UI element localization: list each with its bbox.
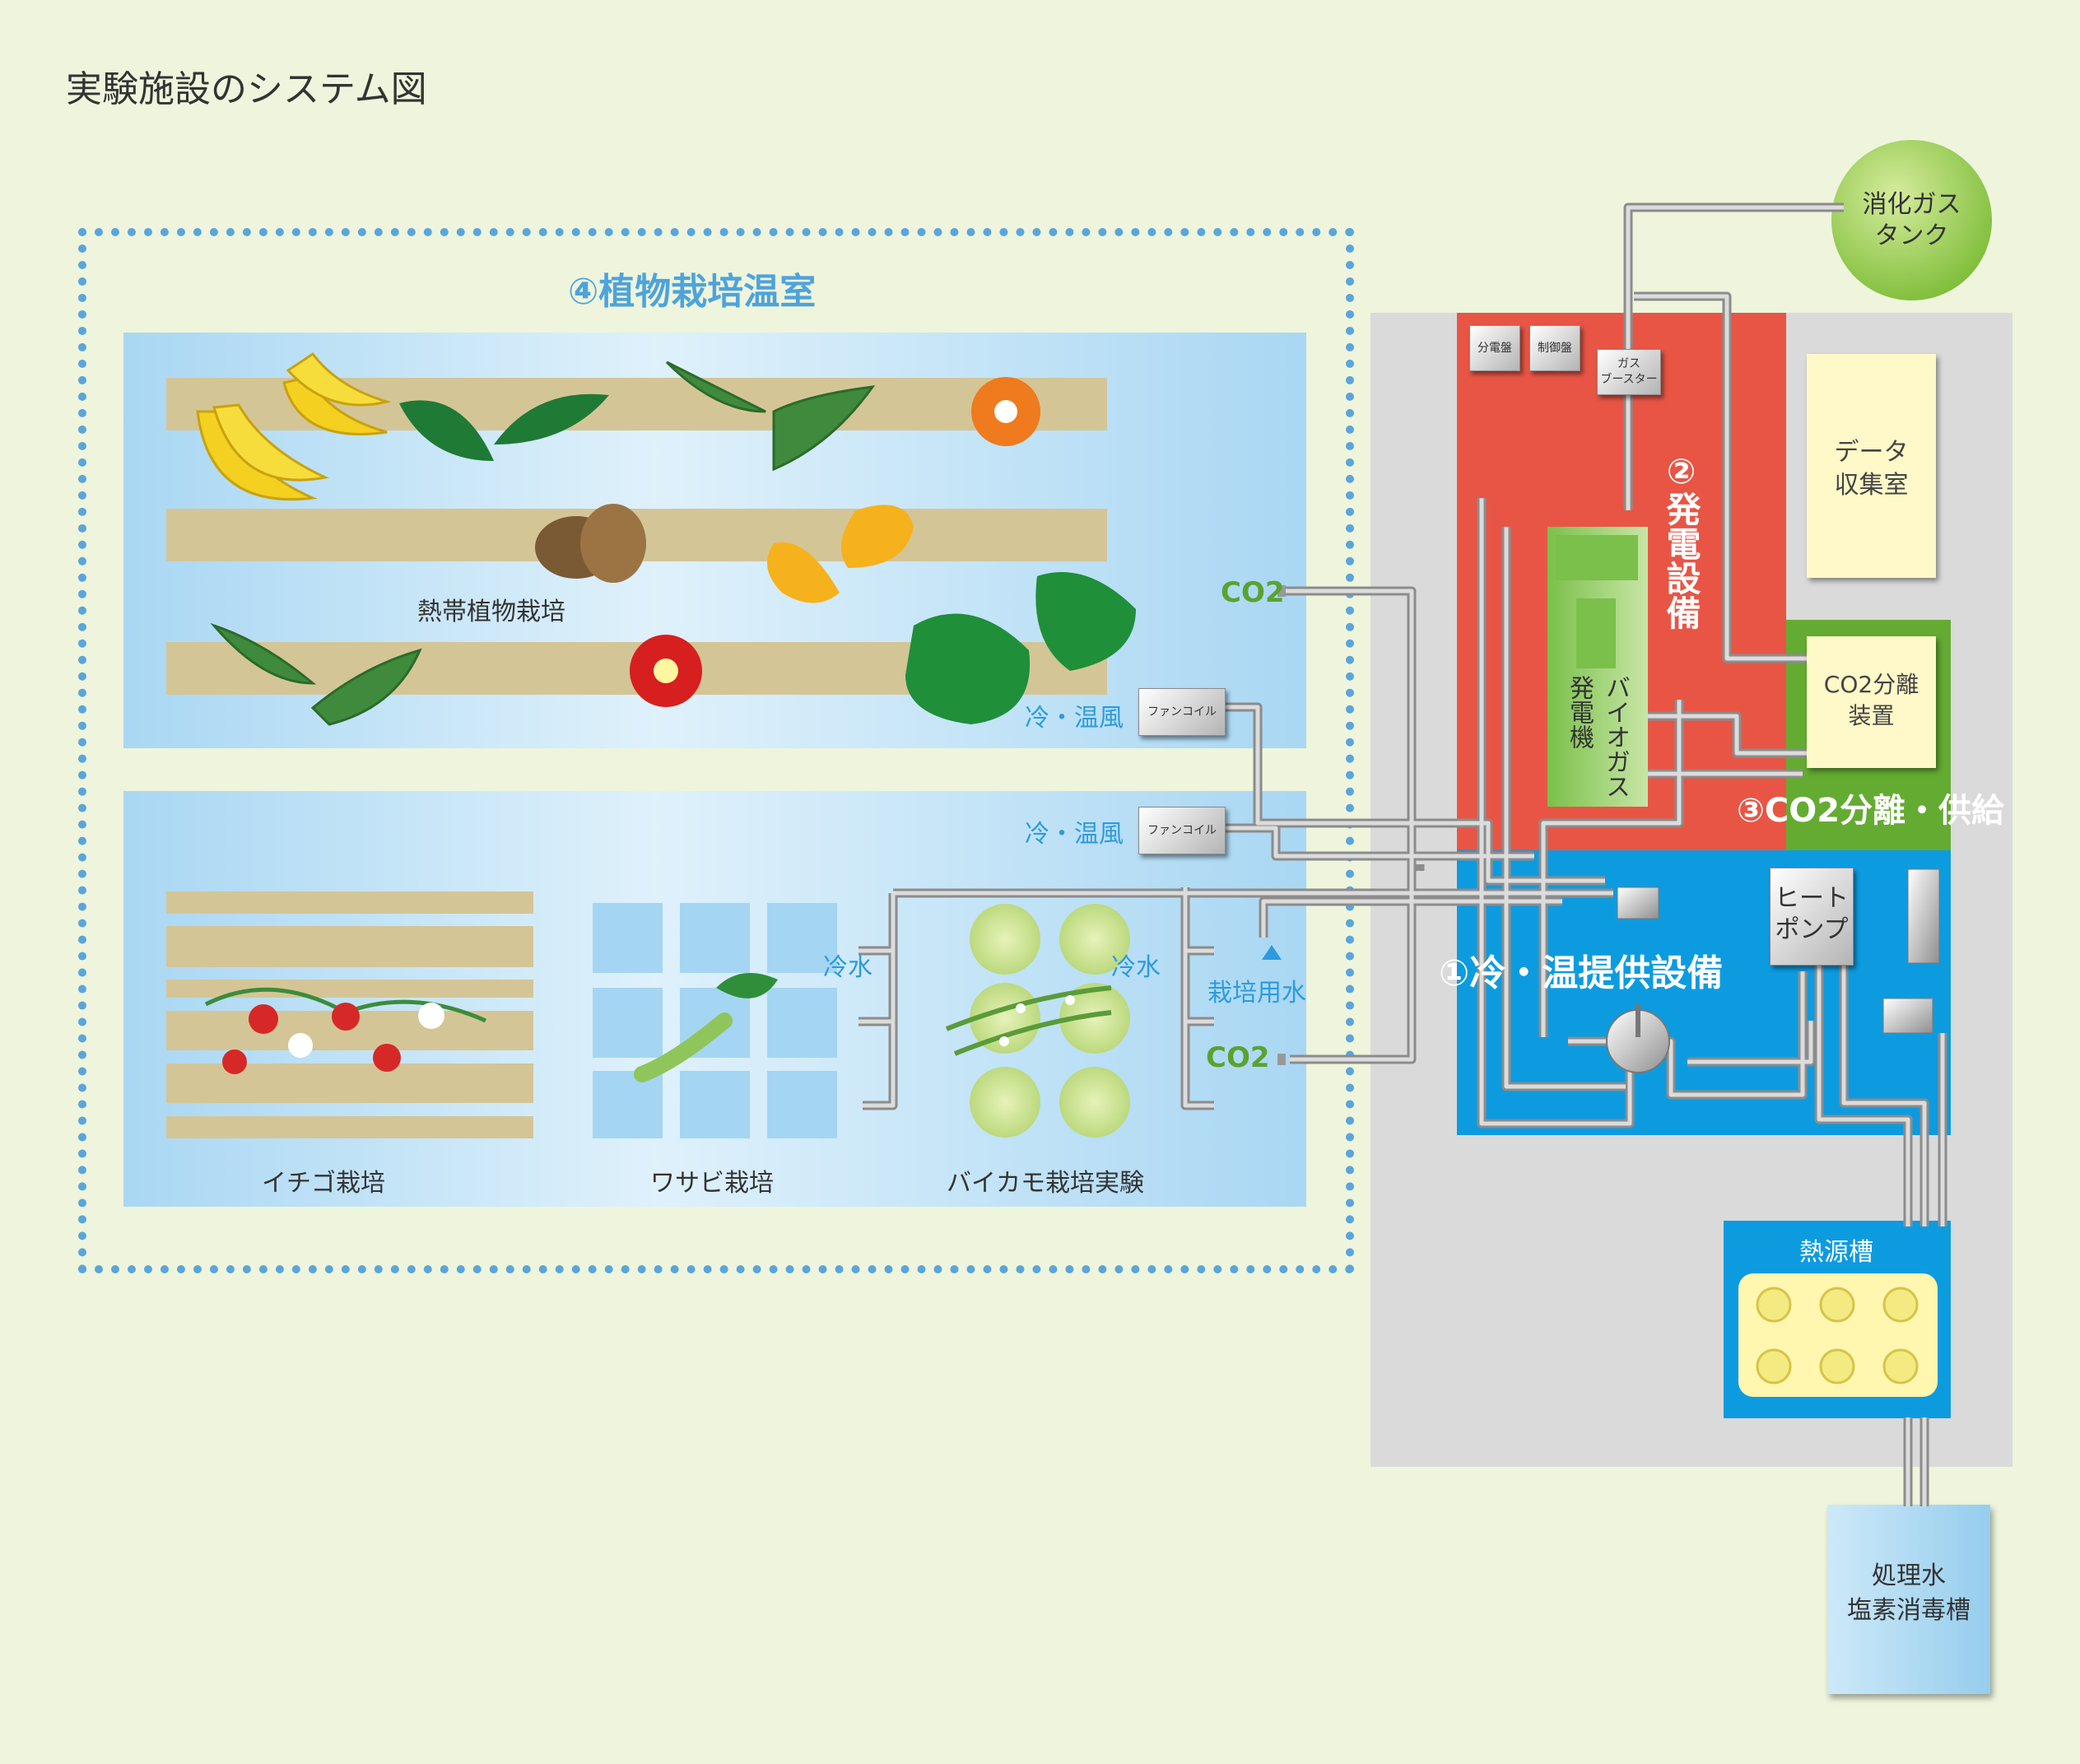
distribution-board-label: 分電盤 (1477, 342, 1512, 355)
heat-zone-title: ①冷・温提供設備 (1439, 952, 1724, 994)
chlorine-tank: 処理水 塩素消毒槽 (1827, 1505, 1990, 1694)
hibiscus-icon (630, 377, 1040, 707)
cold-water-label-left: 冷水 (823, 953, 872, 982)
heat-tank-cells (1756, 1287, 1919, 1385)
strawberry-bed-1 (166, 891, 533, 914)
co2-zone-title: ③CO2分離・供給 (1737, 792, 2005, 830)
generator-label-a: バイオガス (1601, 675, 1630, 798)
valve-icon-1 (1617, 887, 1659, 919)
valve-icon-2 (1882, 998, 1933, 1034)
fancoil-top: ファンコイル (1138, 688, 1226, 736)
page-title: 実験施設のシステム図 (66, 68, 427, 110)
heat-source-label: 熱源槽 (1799, 1238, 1873, 1267)
co2-label-top: CO2 (1221, 576, 1285, 609)
strawberry-bed-2 (166, 926, 533, 967)
cold-water-label-right: 冷水 (1111, 953, 1161, 982)
gas-booster-label: ガス ブースター (1600, 357, 1658, 386)
wasabi-grid (593, 903, 837, 1138)
fancoil-bottom: ファンコイル (1138, 807, 1226, 854)
fancoil-top-label: ファンコイル (1147, 705, 1217, 719)
control-board: 制御盤 (1529, 325, 1580, 371)
data-room: データ 収集室 (1807, 354, 1936, 578)
co2-label-bottom: CO2 (1206, 1041, 1270, 1074)
baikamo-icon (945, 985, 1112, 1056)
strawberry-icon (204, 987, 487, 1074)
co2-separator: CO2分離 装置 (1807, 636, 1936, 768)
greenhouse-frame (78, 228, 1354, 1273)
wasabi-label: ワサビ栽培 (650, 1169, 774, 1198)
generator-label-b: 発電機 (1565, 675, 1594, 749)
co2-nozzle-bottom (1277, 1054, 1286, 1065)
chlorine-tank-label: 処理水 塩素消毒槽 (1847, 1562, 1971, 1625)
strawberry-bed-6 (166, 1116, 533, 1138)
cultivation-water-label: 栽培用水 (1208, 979, 1306, 1008)
generator-top (1556, 535, 1638, 580)
strawberry-bed-3 (166, 980, 533, 998)
heat-pump-label: ヒート ポンプ (1775, 884, 1849, 944)
gas-tank: 消化ガス タンク (1831, 140, 1992, 300)
air-label-bottom: 冷・温風 (1025, 820, 1124, 849)
air-label-top: 冷・温風 (1025, 704, 1124, 733)
wasabi-icon (634, 973, 778, 1082)
leaf-icon (399, 393, 609, 461)
co2-nozzle-top (1277, 585, 1286, 597)
banana-icon (196, 351, 392, 501)
valve-icon-3 (1907, 868, 1940, 964)
palm-frond-icon (210, 361, 876, 726)
gas-booster: ガス ブースター (1597, 349, 1661, 395)
cacao-icon (535, 504, 646, 583)
distribution-board: 分電盤 (1469, 325, 1520, 371)
gas-tank-label: 消化ガス タンク (1862, 189, 1961, 250)
tropical-label: 熱帯植物栽培 (417, 598, 565, 626)
heat-pump: ヒート ポンプ (1770, 868, 1854, 966)
strawberry-label: イチゴ栽培 (262, 1169, 385, 1198)
baikamo-label: バイカモ栽培実験 (947, 1169, 1144, 1198)
pipes (859, 202, 1947, 1506)
greenhouse-title: ④植物栽培温室 (568, 271, 817, 313)
control-board-label: 制御盤 (1538, 342, 1572, 355)
data-room-label: データ 収集室 (1834, 438, 1909, 500)
water-arrow-icon (1262, 945, 1282, 960)
fancoil-bottom-label: ファンコイル (1147, 824, 1217, 837)
mango-icon (767, 505, 914, 603)
power-zone-title: ②発電設備 (1661, 451, 1701, 630)
monstera-icon (905, 572, 1136, 724)
pump-shaft (1636, 1004, 1640, 1037)
co2-separator-label: CO2分離 装置 (1823, 671, 1919, 729)
baikamo-discs (970, 904, 1130, 1138)
generator-window (1576, 598, 1616, 668)
